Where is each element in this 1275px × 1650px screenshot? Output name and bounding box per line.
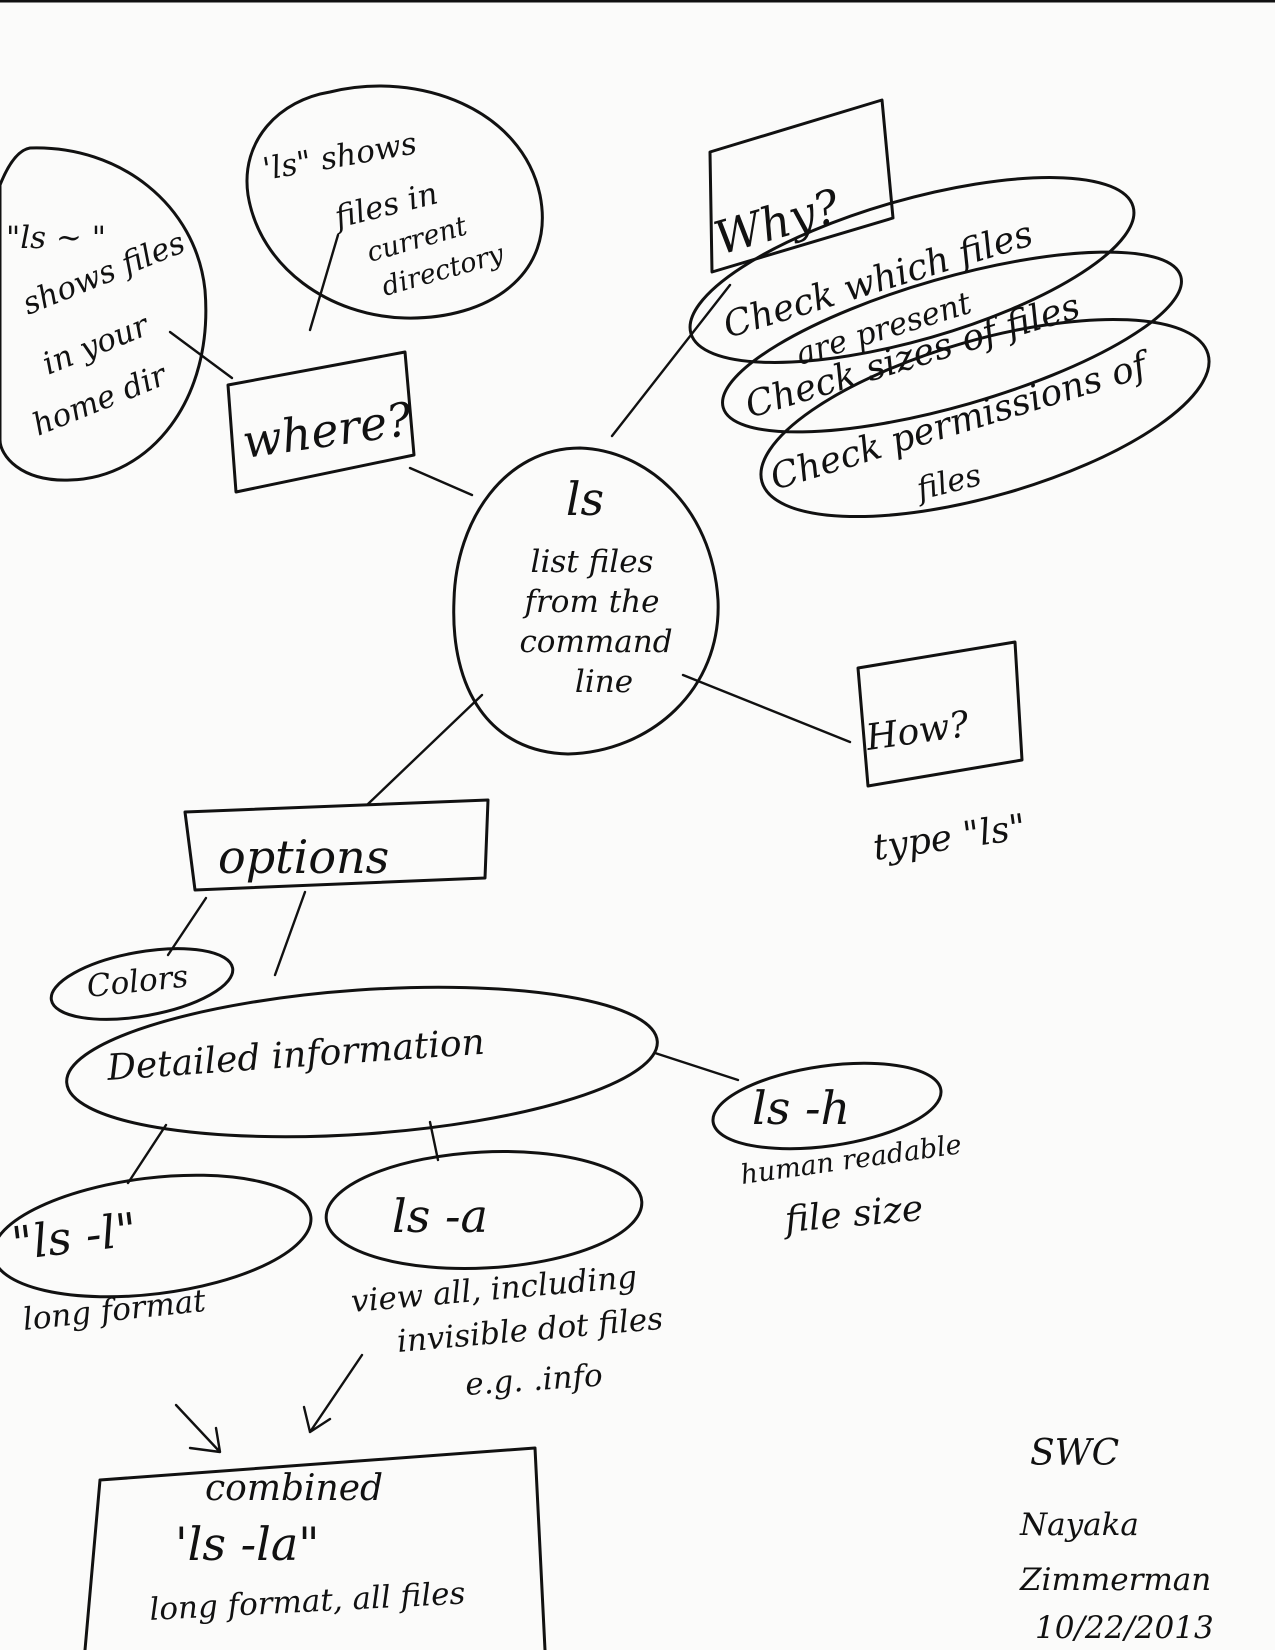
arrow-lsl-to-combined [174,1403,222,1454]
connector-options-colors [166,896,208,957]
combined-title: combined [205,1468,383,1509]
current-dir-bubble [245,84,544,320]
connector-center-why [610,283,732,438]
ls-h-command: ls -h [752,1081,850,1135]
combined-command: 'ls -la" [175,1517,319,1571]
how-branch: How? type "ls" [856,640,1029,869]
where-branch: where? "ls ~ " shows files in your home … [0,84,544,494]
detailed-label: Detailed information [105,1022,486,1089]
options-box [183,798,490,892]
where-box [226,350,416,494]
ls-h-bubble [711,1061,943,1151]
ls-l-bubble [0,1173,313,1299]
center-title: ls [566,472,604,526]
connector-center-how [681,673,852,744]
how-label: How? [863,704,973,759]
home-bubble-line-1: "ls ~ " [6,220,106,256]
center-line-3: command [519,624,672,660]
home-dir-bubble [0,146,208,482]
combined-branch: combined 'ls -la" long format, all files [83,1446,547,1650]
signature-line-1: SWC [1030,1433,1119,1474]
signature: SWC Nayaka Zimmerman 10/22/2013 [1019,1433,1214,1646]
how-note: type "ls" [871,807,1029,869]
reason-bubble-2 [721,250,1183,434]
colors-bubble [49,947,235,1021]
connector-detailed-lsl [126,1123,168,1185]
why-branch: Why? Check which files are present Check… [688,98,1211,519]
colors-label: Colors [85,959,190,1005]
connector-options-detailed [273,890,307,977]
detailed-bubble [65,985,659,1139]
how-box [856,640,1024,788]
signature-line-4: 10/22/2013 [1035,1610,1214,1646]
connector-center-where [408,466,474,497]
center-line-1: list files [531,544,654,580]
center-line-4: line [575,664,633,700]
center-bubble [452,446,720,756]
ls-h-desc-2: file size [780,1188,925,1241]
reason-bubble-1 [688,176,1136,364]
options-branch: options Colors Detailed information ls -… [0,798,964,1403]
reason-bubble-3 [759,317,1211,519]
ls-a-command: ls -a [392,1189,488,1243]
connector-detailed-lsh [653,1051,740,1082]
ls-a-desc-3: e.g. .info [464,1357,604,1403]
signature-line-3: Zimmerman [1019,1562,1211,1598]
center-line-2: from the [523,584,660,620]
combined-box [83,1446,547,1650]
arrow-lsa-to-combined [302,1353,364,1434]
combined-desc: long format, all files [149,1575,467,1628]
ls-a-bubble [324,1149,644,1271]
center-node: ls list files from the command line [452,446,720,756]
signature-line-2: Nayaka [1019,1507,1139,1543]
connector-center-options [366,693,484,806]
options-label: options [218,830,389,884]
connector-where-current [308,233,340,332]
why-box [708,98,895,274]
current-bubble-line-1: 'ls" shows [260,125,419,187]
where-label: where? [239,392,415,469]
ls-h-desc-1: human readable [739,1129,964,1191]
